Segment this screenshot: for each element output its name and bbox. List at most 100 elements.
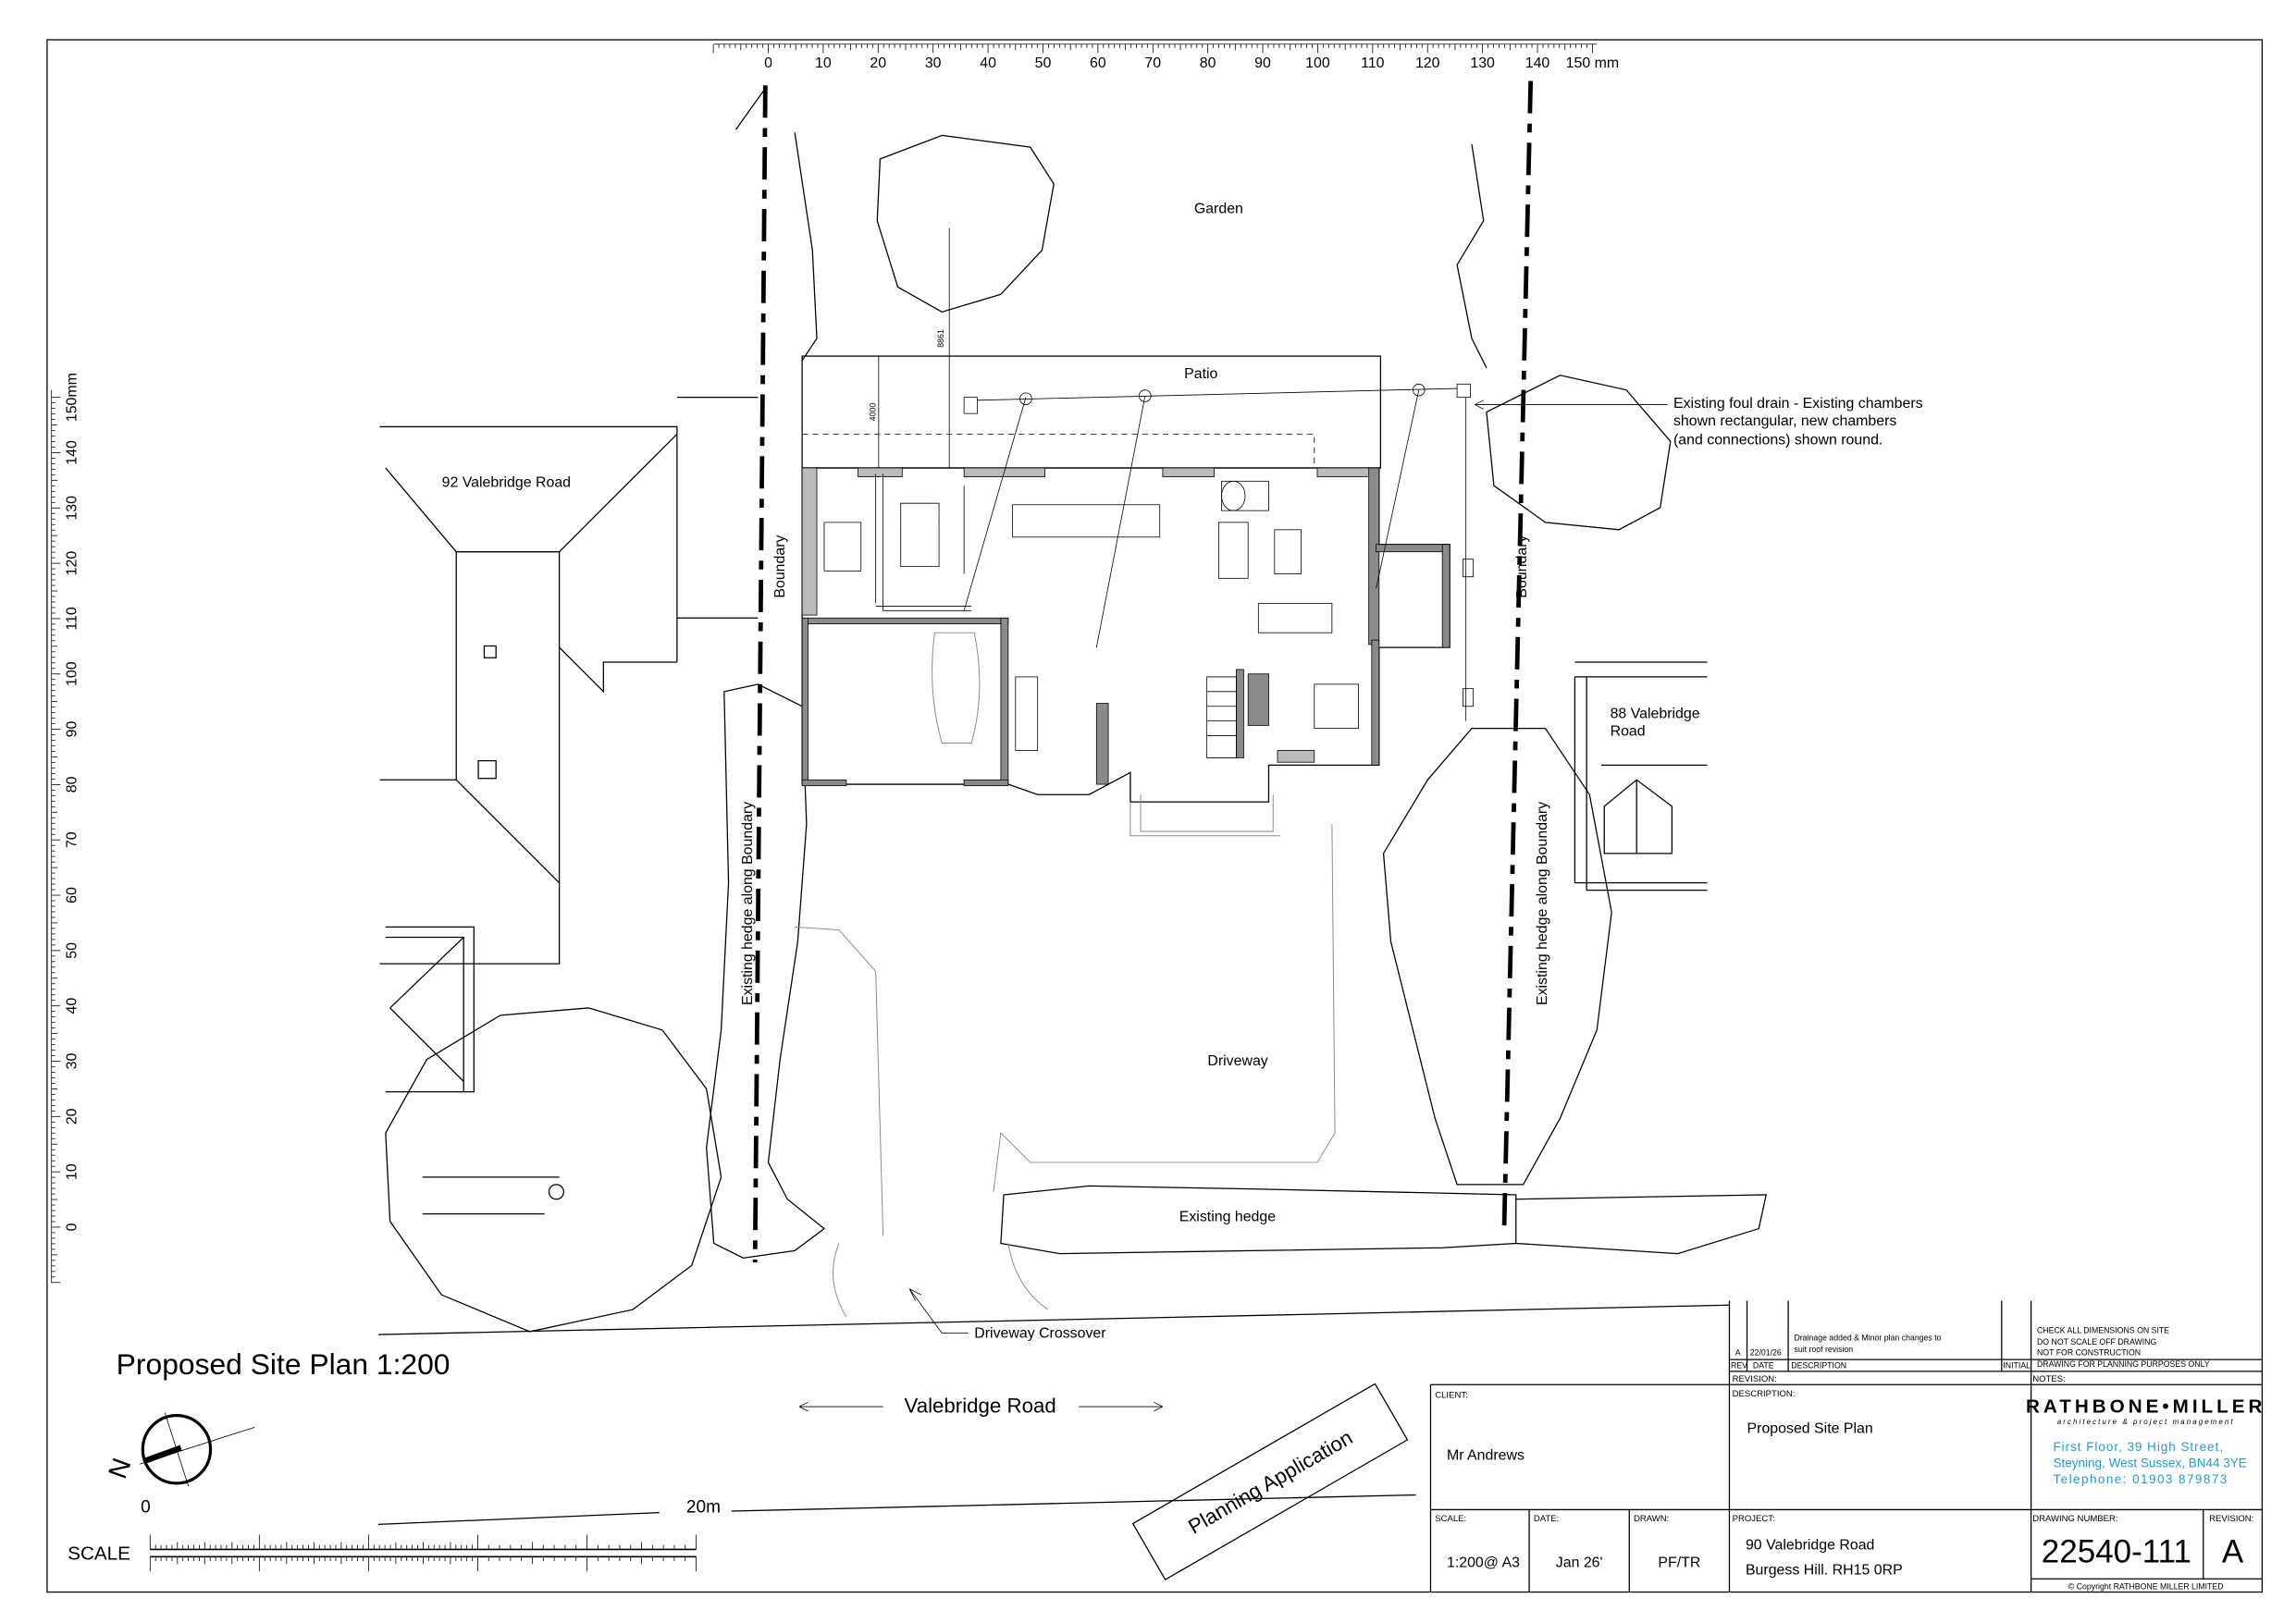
client-label: CLIENT:	[1435, 1391, 1468, 1401]
scale-start: 0	[141, 1498, 151, 1518]
ruler-top-label: 0	[764, 55, 772, 71]
ruler-left-label: 130	[65, 496, 80, 521]
note-4: DRAWING FOR PLANNING PURPOSES ONLY	[2037, 1359, 2210, 1369]
note-3: NOT FOR CONSTRUCTION	[2037, 1347, 2141, 1357]
ruler-top-label: 120	[1415, 55, 1440, 71]
ruler-top-label: 100	[1305, 55, 1330, 71]
company-logo: RATHBONE•MILLER architecture & project m…	[2026, 1396, 2265, 1486]
note-2: DO NOT SCALE OFF DRAWING	[2037, 1337, 2157, 1346]
company-address-1: First Floor, 39 High Street,	[2053, 1440, 2223, 1454]
rev-description-1: Drainage added & Minor plan changes to	[1794, 1333, 1941, 1342]
drawing-title: Proposed Site Plan 1:200	[117, 1347, 451, 1381]
road-arrows	[798, 1401, 1164, 1412]
rev-header: REV	[1731, 1361, 1747, 1371]
ruler-top-label: 20	[870, 55, 886, 71]
label-boundary-left: Boundary	[772, 535, 788, 598]
drawn-value: PF/TR	[1658, 1555, 1700, 1570]
road-label: Valebridge Road	[905, 1394, 1056, 1417]
hedge-right	[1382, 727, 1612, 1186]
title-block	[1429, 1300, 2263, 1592]
hedge-left-top	[734, 88, 818, 362]
plan-labels: Garden Patio 92 Valebridge Road 88 Valeb…	[442, 202, 1923, 1342]
date-value: Jan 26'	[1556, 1555, 1603, 1570]
ruler-top-label: 70	[1144, 55, 1161, 71]
ruler-top-label: 10	[815, 55, 832, 71]
drain-note-line2: shown rectangular, new chambers	[1673, 413, 1896, 429]
initial-header: INITIAL	[2003, 1361, 2031, 1371]
ruler-left-label: 150mm	[65, 373, 80, 422]
ruler-left-label: 30	[65, 1053, 80, 1070]
dimension-8861: 8861	[936, 329, 945, 348]
ruler-left-label: 0	[65, 1223, 80, 1231]
tree-garden	[876, 134, 1055, 314]
company-name: RATHBONE•MILLER	[2026, 1396, 2265, 1417]
label-driveway: Driveway	[1207, 1053, 1267, 1069]
crossover	[833, 1243, 1049, 1318]
label-boundary-right: Boundary	[1514, 535, 1530, 598]
copyright: © Copyright RATHBONE MILLER LIMITED	[2068, 1581, 2224, 1591]
drawing-number-label: DRAWING NUMBER:	[2032, 1514, 2117, 1524]
ruler-left-label: 120	[65, 551, 80, 576]
description-value: Proposed Site Plan	[1747, 1421, 1873, 1437]
ruler-top-label: 130	[1470, 55, 1495, 71]
neighbour-house-92	[379, 396, 759, 1215]
ruler-top-label: 30	[925, 55, 942, 71]
label-garden: Garden	[1194, 202, 1243, 217]
revision-value: A	[2222, 1534, 2244, 1570]
front-hedge	[1000, 1185, 1768, 1255]
ruler-top-label: 110	[1361, 55, 1385, 71]
label-driveway-crossover: Driveway Crossover	[974, 1325, 1106, 1341]
ruler-left-label: 100	[65, 661, 80, 686]
extension-outline-dashed	[802, 434, 1315, 468]
description-label: DESCRIPTION:	[1733, 1389, 1796, 1399]
ruler-left-label: 110	[65, 607, 80, 631]
neighbour-house-88	[1574, 661, 1708, 891]
project-line2: Burgess Hill. RH15 0RP	[1746, 1562, 1903, 1578]
label-existing-hedge: Existing hedge	[1179, 1210, 1276, 1225]
ruler-top-label: 90	[1254, 55, 1271, 71]
company-address-2: Steyning, West Sussex, BN44 3YE	[2053, 1456, 2246, 1469]
revision-label: REVISION:	[1733, 1374, 1777, 1384]
drain-note-line1: Existing foul drain - Existing chambers	[1673, 396, 1923, 412]
scale-field-label: SCALE:	[1435, 1514, 1466, 1524]
north-arrow-icon: N	[103, 1412, 255, 1487]
boundary-line-left	[752, 85, 768, 1263]
house-plan	[801, 227, 1475, 837]
project-label: PROJECT:	[1733, 1514, 1775, 1524]
rev-date: 22/01/26	[1750, 1347, 1782, 1357]
road-edge	[377, 1304, 1730, 1525]
label-neighbour-92: 92 Valebridge Road	[442, 475, 571, 491]
scale-bar	[149, 1534, 697, 1572]
ruler-top-label: 80	[1200, 55, 1216, 71]
scale-end: 20m	[686, 1498, 721, 1518]
ruler-left-label: 40	[65, 998, 80, 1014]
title-block-fields: CLIENT: Mr Andrews DESCRIPTION: Proposed…	[1435, 1389, 2253, 1591]
company-tagline: architecture & project management	[2057, 1418, 2235, 1426]
tree-right	[1486, 375, 1672, 531]
ruler-left-label: 80	[65, 776, 80, 793]
date-label: DATE:	[1534, 1514, 1559, 1524]
rev-value: A	[1735, 1347, 1741, 1357]
ruler-left-label: 60	[65, 887, 80, 904]
ruler-left-label: 70	[65, 831, 80, 848]
client-value: Mr Andrews	[1447, 1447, 1524, 1463]
company-phone: Telephone: 01903 879873	[2053, 1472, 2228, 1486]
rev-description-2: suit roof revision	[1794, 1345, 1853, 1354]
revision-col-label: REVISION:	[2209, 1514, 2253, 1524]
notes-label: NOTES:	[2032, 1374, 2065, 1384]
hedge-right-top	[1456, 143, 1487, 369]
ruler-left-label: 50	[65, 942, 80, 959]
ruler-left-label: 140	[65, 440, 80, 465]
ruler-top-label: 140	[1525, 55, 1550, 71]
ruler-left-label: 90	[65, 721, 80, 738]
drawn-label: DRAWN:	[1634, 1514, 1669, 1524]
stamp-text: Planning Application	[1184, 1426, 1356, 1539]
driveway-edge	[795, 824, 1336, 1236]
label-hedge-right: Existing hedge along Boundary	[1535, 802, 1550, 1005]
boundary-line-right	[1501, 80, 1534, 1229]
ruler-top-label: 40	[980, 55, 996, 71]
revision-table: A 22/01/26 Drainage added & Minor plan c…	[1731, 1326, 2210, 1385]
